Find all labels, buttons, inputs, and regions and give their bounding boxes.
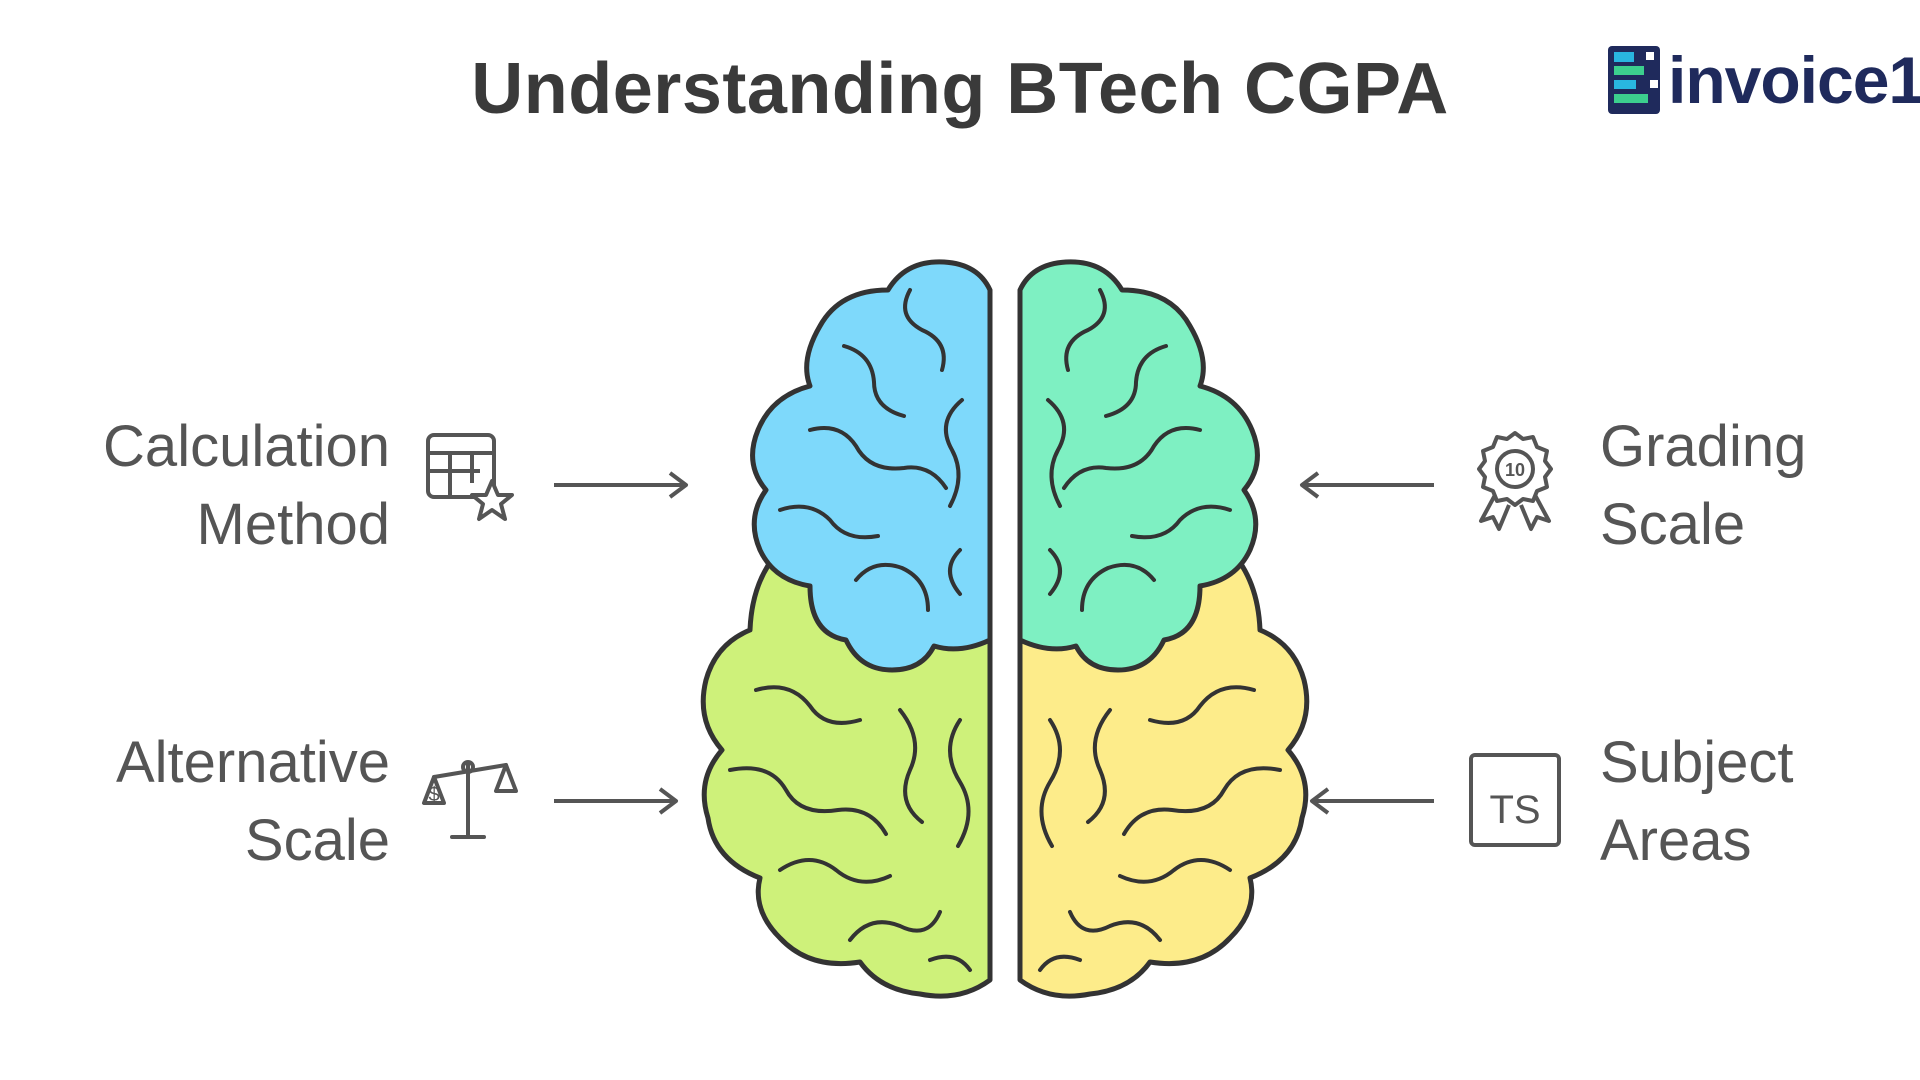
logo-text: invoice1 [1668, 43, 1920, 117]
label-line: Areas [1600, 808, 1752, 873]
grid-star-icon [426, 433, 514, 521]
invoice1-logo-icon [1608, 46, 1660, 114]
label-subject-areas: Subject Areas [1600, 724, 1900, 880]
brain-upper-left [750, 259, 993, 673]
label-line: Scale [1600, 492, 1746, 557]
ts-box-icon: TS [1469, 753, 1561, 847]
badge-number: 10 [1505, 460, 1525, 480]
arrow-left [1310, 787, 1434, 815]
arrow-right [554, 471, 688, 499]
label-grading-scale: Grading Scale [1600, 408, 1900, 564]
svg-text:$: $ [428, 784, 439, 806]
label-line: Scale [244, 808, 390, 873]
label-line: Alternative [115, 730, 390, 795]
box-text: TS [1489, 788, 1540, 832]
arrow-right [554, 787, 678, 815]
label-alternative-scale: Alternative Scale [60, 724, 390, 880]
label-line: Method [196, 492, 390, 557]
label-line: Calculation [103, 414, 390, 479]
label-line: Grading [1600, 414, 1807, 479]
brain-diagram [700, 259, 1310, 999]
label-line: Subject [1600, 730, 1794, 795]
page-title: Understanding BTech CGPA [471, 49, 1449, 129]
label-calculation-method: Calculation Method [60, 408, 390, 564]
invoice1-logo[interactable]: invoice1 [1606, 30, 1920, 130]
brain-folds [728, 288, 1282, 972]
arrow-left [1300, 471, 1434, 499]
brain-upper-right [1017, 259, 1260, 673]
balance-scale-icon: $ [422, 760, 518, 839]
award-badge-icon: 10 [1477, 431, 1553, 531]
